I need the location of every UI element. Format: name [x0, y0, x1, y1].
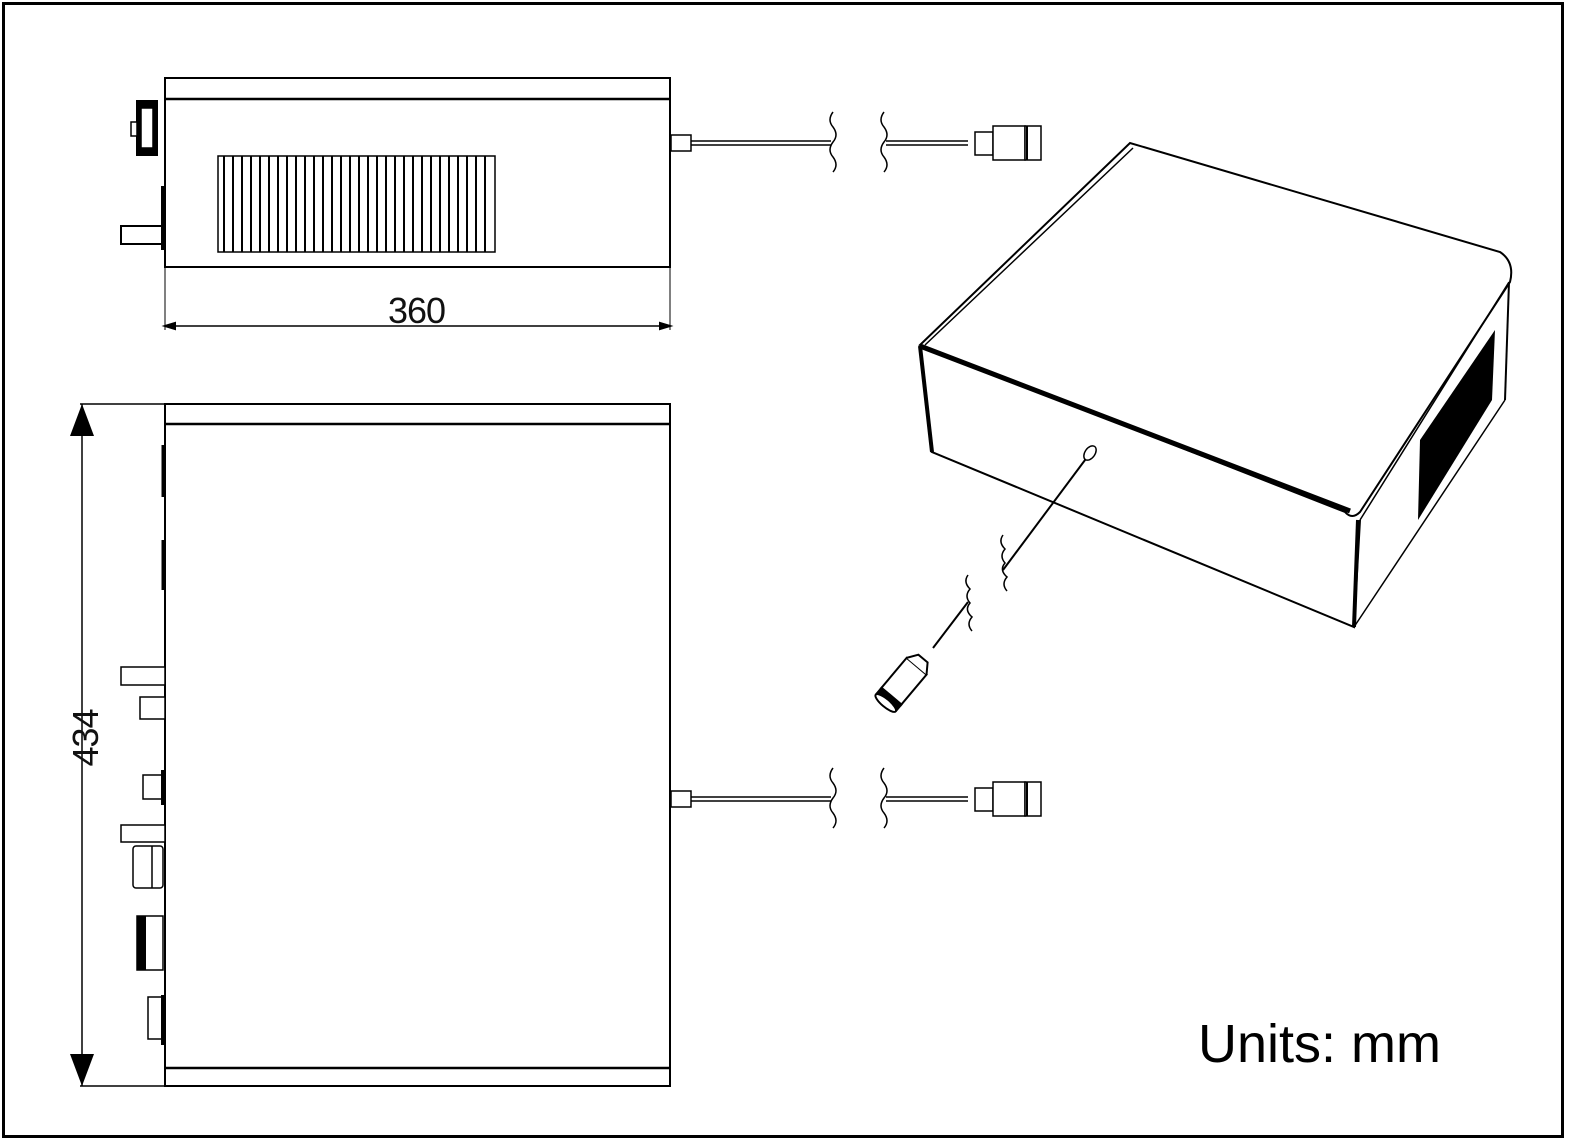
dimension-label-width: 360	[388, 290, 446, 331]
side-view	[120, 77, 1042, 331]
heatsink-fins	[217, 155, 496, 253]
side-connector-b	[120, 225, 164, 245]
units-label: Units: mm	[1198, 1014, 1441, 1074]
heatsink-fin-lines	[223, 156, 486, 252]
dimension-label-depth: 434	[65, 709, 106, 767]
iso-connector	[874, 653, 929, 713]
vent-grille	[1418, 330, 1495, 520]
top-view	[70, 403, 1042, 1087]
isometric-view	[874, 141, 1513, 713]
